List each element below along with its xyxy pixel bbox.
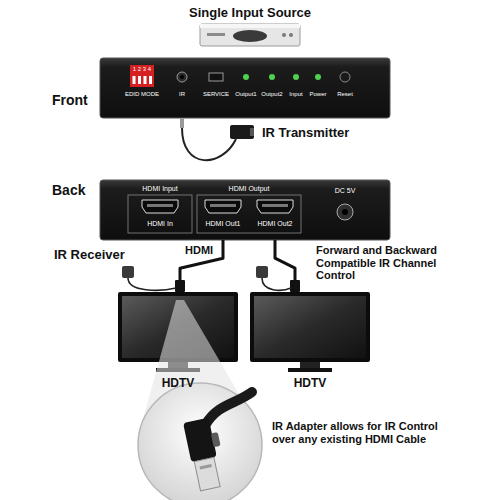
panel-text: Output1 — [235, 91, 256, 98]
front-panel-part — [100, 58, 390, 118]
panel-text: EDID MODE — [125, 91, 159, 98]
hdtv-part — [254, 296, 366, 358]
front-panel-part — [138, 76, 141, 84]
cable-label: HDMI — [184, 244, 214, 257]
panel-text: DC 5V — [335, 187, 356, 195]
source-device — [200, 24, 300, 46]
magnifier-part-part — [199, 464, 211, 469]
magnifier-part-part — [183, 418, 217, 463]
panel-text: HDTV — [294, 377, 327, 391]
note-text: IR Adapter allows for IR Control over an… — [272, 420, 442, 445]
panel-text: Single Input Source — [189, 6, 311, 21]
note-text: Forward and Backward Compatible IR Chann… — [316, 244, 466, 282]
front-panel-part — [243, 74, 249, 80]
panel-text: HDMI In — [147, 220, 173, 228]
front-panel-part — [315, 74, 321, 80]
back-panel-part — [100, 180, 390, 240]
hdtv-part — [250, 292, 370, 362]
part-label: IR Receiver — [54, 248, 125, 263]
front-panel-part — [130, 65, 154, 87]
panel-text: HDMI Output — [229, 185, 270, 193]
hdmi-cable — [275, 240, 295, 292]
ir-receiver-part — [262, 278, 291, 290]
front-panel — [100, 58, 390, 118]
back-panel-part — [257, 200, 293, 213]
source-device-part — [200, 24, 300, 28]
hdtv: HDTV — [250, 292, 370, 362]
back-panel: HDMI Input HDMI OutputHDMI In HDMI Out1 HDM… — [100, 180, 390, 240]
magnifier-part — [183, 416, 229, 491]
front-panel-part — [177, 72, 187, 82]
hdtv-part — [288, 368, 332, 372]
magnifier-part — [138, 383, 262, 500]
back-panel-part — [128, 195, 192, 233]
section-label: Front — [52, 92, 88, 108]
front-panel: 1 2 3 4 EDID MODE IR SERVICE Output1 Output2 I… — [100, 58, 390, 118]
source-device-part — [289, 33, 293, 37]
ir-receiver-part — [122, 266, 134, 278]
magnifier-part-part — [194, 457, 220, 491]
magnifier — [138, 300, 262, 500]
ir-transmitter-part — [180, 118, 184, 128]
source-device: Single Input Source — [200, 24, 300, 46]
ir-receiver-part — [256, 266, 268, 278]
panel-text: HDTV — [162, 377, 195, 391]
back-panel-part — [337, 204, 353, 220]
panel-text: Reset — [337, 91, 353, 98]
back-panel-part — [197, 195, 301, 233]
source-device-part — [282, 33, 286, 37]
panel-text: Input — [289, 91, 302, 98]
section-label: Back — [52, 182, 85, 198]
front-panel-part — [340, 72, 350, 82]
ir-transmitter — [180, 118, 254, 160]
source-device-part — [207, 33, 225, 36]
panel-text: 1 2 3 4 — [133, 66, 151, 73]
front-panel-part — [149, 76, 152, 84]
front-panel-part — [133, 76, 136, 84]
front-panel-part — [180, 75, 184, 79]
front-panel-part — [293, 74, 299, 80]
hdtv — [118, 292, 370, 372]
hdtv: HDTV — [118, 292, 238, 362]
back-panel-part — [205, 200, 241, 213]
magnifier-part — [206, 392, 252, 424]
back-panel-part — [262, 204, 288, 207]
panel-text: IR — [179, 91, 185, 98]
ir-receiver-part — [128, 278, 176, 290]
back-panel-part — [342, 209, 348, 215]
panel-text: Power — [309, 91, 326, 98]
ir-transmitter-part — [250, 128, 254, 136]
panel-text: HDMI Out1 — [205, 220, 240, 228]
ir-receiver — [122, 266, 291, 290]
source-device-part — [200, 24, 300, 46]
panel-text: HDMI Out2 — [257, 220, 292, 228]
hdtv-part — [300, 362, 320, 368]
back-panel-part — [142, 200, 178, 213]
front-panel-part — [144, 76, 147, 84]
part-label: IR Transmitter — [262, 126, 349, 141]
ir-transmitter-part — [230, 125, 254, 139]
back-panel-part — [210, 204, 236, 207]
panel-text: HDMI Input — [142, 185, 177, 193]
ir-transmitter-part — [182, 128, 236, 160]
front-panel-part — [269, 74, 275, 80]
back-panel-part — [147, 204, 173, 207]
panel-text: SERVICE — [203, 91, 229, 98]
back-panel — [100, 180, 390, 240]
magnifier-part-part — [211, 432, 221, 447]
hdmi-cable — [180, 240, 223, 292]
source-device-part — [233, 30, 267, 42]
panel-text: Output2 — [261, 91, 282, 98]
front-panel-part — [209, 73, 223, 81]
